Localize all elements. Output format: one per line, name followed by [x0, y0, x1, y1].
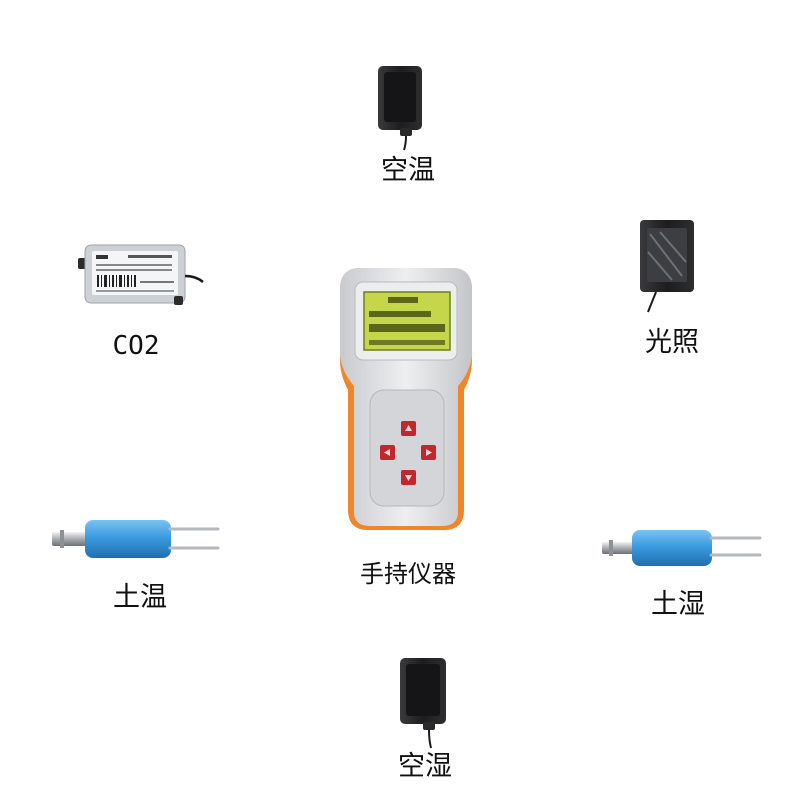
up-arrow-icon — [405, 425, 412, 431]
air-humidity-label: 空湿 — [398, 751, 452, 782]
sensor-cable — [428, 729, 432, 749]
sensor-cable — [403, 135, 407, 151]
connector-ring — [60, 530, 64, 548]
soil-moisture-label: 土湿 — [651, 589, 705, 620]
down-arrow-icon — [405, 475, 412, 481]
probe-body — [85, 520, 171, 558]
sticker-print — [96, 290, 174, 292]
sensor-cable — [647, 291, 657, 313]
light-label: 光照 — [645, 327, 699, 358]
light-sensor — [640, 220, 694, 313]
connector-ring — [609, 540, 613, 556]
left-button — [380, 445, 395, 460]
right-arrow-icon — [426, 449, 432, 456]
soil-moisture-probe — [602, 530, 762, 566]
sensor-face — [406, 664, 440, 716]
cable-gland — [423, 722, 435, 730]
up-button — [401, 421, 416, 436]
handheld-instrument-label: 手持仪器 — [360, 560, 456, 588]
air-humidity-sensor — [400, 658, 446, 749]
screen-text-line — [369, 311, 431, 317]
co2-label: CO2 — [112, 331, 160, 361]
left-arrow-icon — [384, 449, 390, 456]
cover-reflection — [647, 231, 687, 281]
down-button — [401, 470, 416, 485]
keypad-panel — [369, 389, 445, 507]
barcode — [97, 275, 136, 287]
sensor-face — [384, 72, 416, 122]
sticker-print — [96, 269, 172, 271]
screen-text-line — [388, 297, 418, 303]
sticker-print — [128, 255, 172, 258]
cable-connector — [52, 532, 86, 546]
soil-temperature-label: 土温 — [113, 582, 167, 613]
soil-temperature-probe — [52, 520, 220, 558]
mounting-nub — [174, 296, 183, 305]
air-temperature-sensor — [378, 66, 422, 151]
sticker-print — [96, 255, 108, 259]
screen-text-line — [369, 324, 445, 332]
cable-connector — [602, 542, 634, 554]
screen-text-line — [369, 340, 445, 345]
right-button — [421, 445, 436, 460]
handheld-instrument — [340, 268, 472, 530]
air-temperature-label: 空温 — [381, 155, 435, 186]
cable-gland — [400, 128, 412, 136]
sensor-cable — [184, 274, 204, 283]
co2-sensor — [78, 244, 204, 305]
sticker-print — [96, 264, 172, 266]
sticker-print — [140, 281, 174, 283]
probe-body — [632, 530, 712, 566]
